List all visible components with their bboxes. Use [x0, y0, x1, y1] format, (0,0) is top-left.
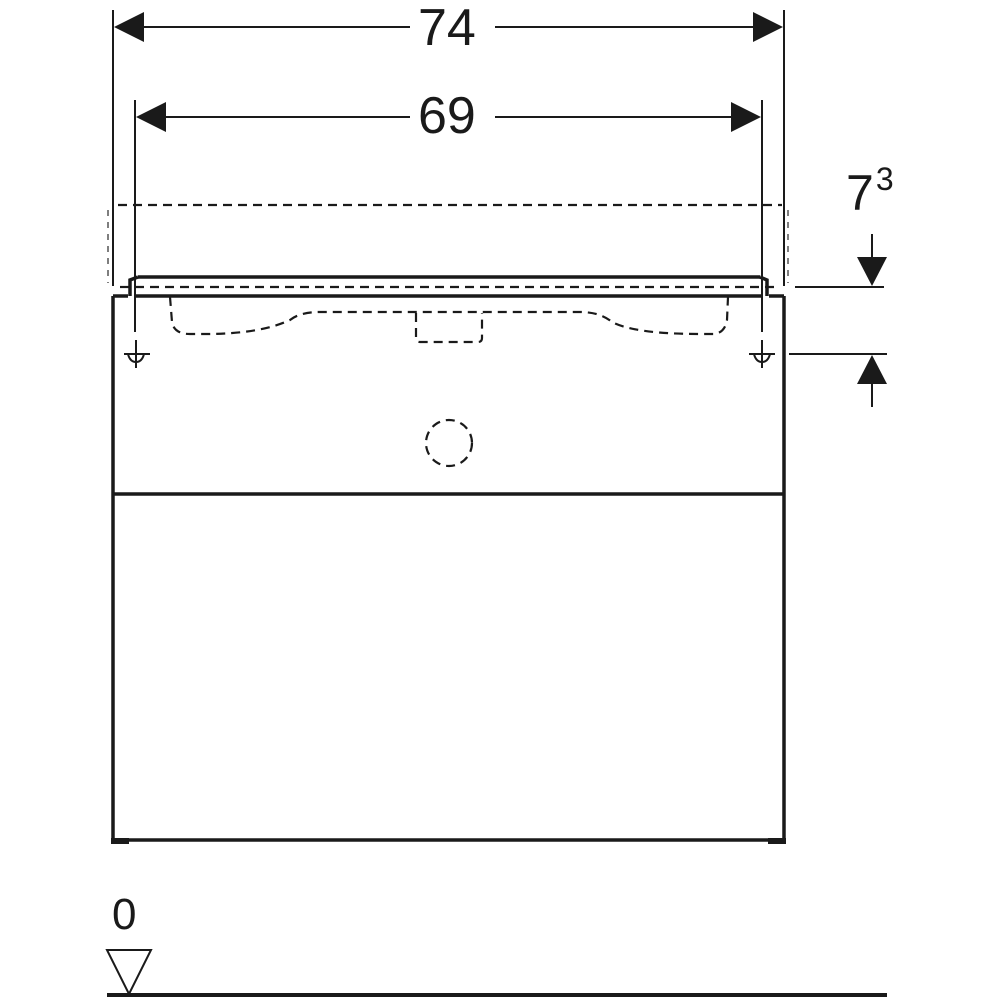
dimension-69: [134, 100, 763, 332]
fixing-point-left: [124, 340, 150, 368]
dimension-7-3: [789, 234, 887, 407]
dimension-label-7-3: 73: [846, 163, 894, 221]
arrow-up-icon: [857, 355, 887, 384]
dimension-74: [112, 10, 785, 286]
dimension-label-74: 74: [412, 2, 482, 54]
hidden-basin-bowl: [168, 296, 730, 344]
arrow-left-icon: [114, 12, 144, 42]
foot-right: [768, 838, 786, 844]
fixing-point-right: [749, 340, 775, 368]
hidden-upper-outline: [107, 203, 789, 283]
foot-left: [111, 838, 129, 844]
arrow-right-icon: [731, 102, 761, 132]
arrow-down-icon: [857, 257, 887, 286]
floor-level-label: 0: [112, 890, 137, 939]
cabinet-body: [111, 296, 786, 844]
floor-level-reference: [105, 949, 887, 997]
arrow-left-icon: [136, 102, 166, 132]
dimension-label-69: 69: [412, 90, 482, 142]
dimension-superscript: 3: [875, 161, 894, 197]
washbasin-rim: [113, 275, 784, 298]
waste-outlet-hidden: [424, 418, 474, 468]
dimension-base: 7: [846, 165, 874, 221]
arrow-right-icon: [753, 12, 783, 42]
level-triangle-icon: [105, 949, 153, 997]
